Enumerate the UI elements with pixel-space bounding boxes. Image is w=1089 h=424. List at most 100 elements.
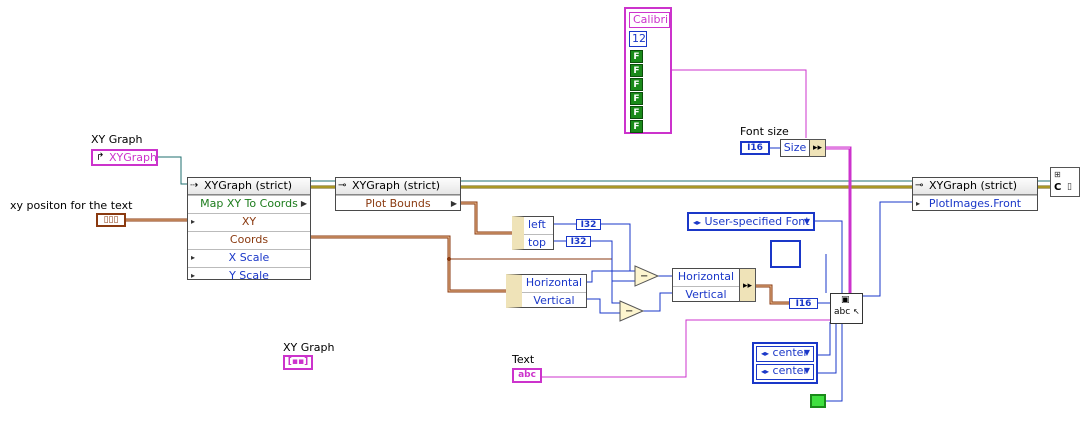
label-xy-graph-ref: XY Graph <box>91 133 143 146</box>
input-arrow-icon: ▸ <box>191 271 196 280</box>
enum-arrows-icon: ◂▸ <box>761 367 770 376</box>
coords-vertical-label: Vertical <box>533 294 575 307</box>
label-font-size: Font size <box>740 125 789 138</box>
property-node-right[interactable]: ⊸ XYGraph (strict) ▸ PlotImages.Front <box>912 177 1038 211</box>
draw-text-function[interactable]: ▣ abc ↖ <box>830 293 863 324</box>
font-flag-bool[interactable]: F <box>630 106 643 119</box>
cluster-icon: ⊞ <box>1054 170 1061 179</box>
horizontal-align-enum[interactable]: ◂▸ center ▼ <box>756 346 814 362</box>
coords-unbundle[interactable]: Horizontal Vertical <box>506 274 587 308</box>
i32-left-label: I32 <box>580 220 597 230</box>
font-flag-bool[interactable]: F <box>630 78 643 91</box>
coords-horizontal[interactable]: Horizontal <box>522 275 586 292</box>
label-text: Text <box>512 353 535 366</box>
param-coords[interactable]: Coords <box>188 231 310 249</box>
font-flag-label: F <box>633 66 640 76</box>
coords-horizontal-label: Horizontal <box>525 276 583 289</box>
property-node-left-header: ⇢ XYGraph (strict) <box>188 178 310 195</box>
bounds-unbundle[interactable]: left top <box>512 216 554 250</box>
subtract-node-1[interactable]: − <box>634 265 660 287</box>
size-bundle[interactable]: Size <box>780 139 810 157</box>
param-x-scale[interactable]: ▸ X Scale <box>188 249 310 267</box>
vertical-align-enum[interactable]: ◂▸ center ▼ <box>756 364 814 380</box>
prop-plotimages-label: PlotImages.Front <box>928 197 1022 210</box>
i32-top-label: I32 <box>570 237 587 247</box>
xygraph-refnum-value: XYGraph <box>109 151 157 164</box>
horizontal-align-value: center <box>772 346 808 359</box>
wire-plot-bounds <box>461 201 512 235</box>
bundle-size-label: Size <box>783 141 807 154</box>
bounds-left-label: left <box>528 218 546 231</box>
chevron-down-icon: ▼ <box>803 217 810 226</box>
xy-position-type: ▯▯▯ <box>103 215 119 225</box>
property-icon: ⊸ <box>338 180 347 191</box>
property-node-mid-title: XYGraph (strict) <box>352 179 441 192</box>
prop-plotimages-front[interactable]: ▸ PlotImages.Front <box>913 195 1037 213</box>
wire-bool <box>826 322 843 402</box>
bundle-size[interactable]: Size <box>781 140 809 156</box>
wire-horizontal <box>587 270 636 283</box>
font-size-control-type: I16 <box>747 143 763 153</box>
font-size-control[interactable]: I16 <box>740 141 770 155</box>
empty-numeric-constant[interactable] <box>770 240 801 268</box>
param-xy[interactable]: ▸ XY <box>188 213 310 231</box>
method-map-xy[interactable]: Map XY To Coords ▶ <box>188 195 310 213</box>
property-node-right-title: XYGraph (strict) <box>929 179 1018 192</box>
bundle-horizontal-label: Horizontal <box>677 270 735 283</box>
bounds-top[interactable]: top <box>524 234 553 252</box>
wire-xygraph-ref <box>157 156 187 185</box>
boolean-constant[interactable] <box>810 394 826 408</box>
font-flag-bool[interactable]: F <box>630 64 643 77</box>
font-enum-constant[interactable]: ◂▸ User-specified Font ▼ <box>687 212 815 231</box>
coords-vertical[interactable]: Vertical <box>522 292 586 310</box>
wire-text <box>542 319 830 378</box>
param-y-scale[interactable]: ▸ Y Scale <box>188 267 310 285</box>
text-control-type: abc <box>518 370 536 380</box>
xygraph-refnum-control[interactable]: ↱ XYGraph <box>91 149 158 166</box>
font-size-numeric[interactable]: 12 <box>629 31 647 47</box>
font-name-value: Calibri <box>633 13 669 26</box>
refnum-icon: ↱ <box>96 152 105 163</box>
wire-font-cluster <box>672 69 807 138</box>
bundle-horizontal[interactable]: Horizontal <box>673 269 739 286</box>
xy-graph-terminal[interactable]: [▪▪] <box>283 355 313 370</box>
bundle-output-icon: ▸▸ <box>809 139 826 157</box>
property-node-left-title: XYGraph (strict) <box>204 179 293 192</box>
param-y-scale-label: Y Scale <box>229 269 269 282</box>
font-flag-bool[interactable]: F <box>630 120 643 133</box>
xy-position-control[interactable]: ▯▯▯ <box>96 213 126 227</box>
bundle-vertical[interactable]: Vertical <box>673 286 739 304</box>
subtract-node-2[interactable]: − <box>619 300 645 322</box>
wire-coords <box>311 235 506 293</box>
property-node-right-header: ⊸ XYGraph (strict) <box>913 178 1037 195</box>
property-node-left[interactable]: ⇢ XYGraph (strict) Map XY To Coords ▶ ▸ … <box>187 177 311 282</box>
label-xy-position: xy positon for the text <box>10 199 133 212</box>
property-node-mid[interactable]: ⊸ XYGraph (strict) Plot Bounds ▶ <box>335 177 461 211</box>
font-flag-bool[interactable]: F <box>630 92 643 105</box>
bounds-left[interactable]: left <box>524 217 553 234</box>
chevron-down-icon: ▼ <box>803 366 810 375</box>
i16-conversion-label: I16 <box>795 299 812 309</box>
text-control[interactable]: abc <box>512 368 542 383</box>
coords-bundle[interactable]: Horizontal Vertical <box>672 268 740 302</box>
font-flag-label: F <box>633 80 640 90</box>
method-map-xy-label: Map XY To Coords <box>200 197 298 210</box>
font-flag-label: F <box>633 108 640 118</box>
chevron-down-icon: ▼ <box>803 348 810 357</box>
wire-coords-bundle-out <box>756 284 789 305</box>
font-flag-bool[interactable]: F <box>630 50 643 63</box>
alignment-cluster[interactable]: ◂▸ center ▼ ◂▸ center ▼ <box>752 342 818 384</box>
wire-sub2-out <box>643 292 672 312</box>
c-glyph-icon: C <box>1054 182 1062 193</box>
font-name-string[interactable]: Calibri <box>629 12 670 28</box>
invoke-icon: ⇢ <box>190 180 199 191</box>
minus-icon: − <box>625 306 633 317</box>
prop-plot-bounds[interactable]: Plot Bounds ▶ <box>336 195 460 213</box>
property-icon: ⊸ <box>915 180 924 191</box>
font-cluster-constant[interactable]: Calibri 12 F F F F F F <box>624 7 672 134</box>
font-flag-label: F <box>633 52 640 62</box>
error-out-indicator[interactable]: ⊞ C ▯ <box>1050 167 1080 197</box>
enum-arrows-icon: ◂▸ <box>693 218 702 227</box>
wire-plotimages <box>862 201 912 297</box>
